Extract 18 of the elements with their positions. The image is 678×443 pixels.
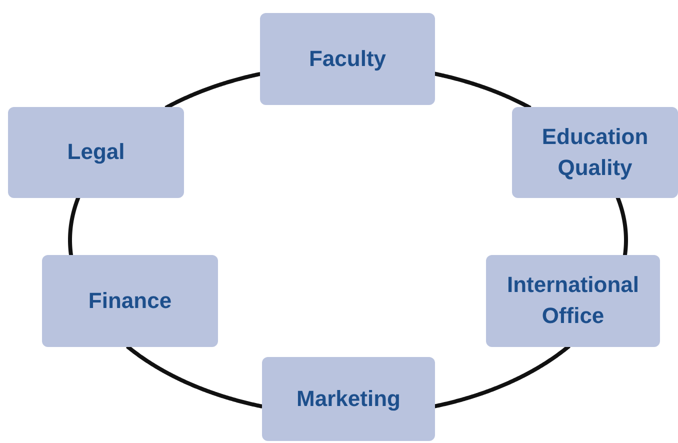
connector-line (616, 196, 628, 258)
department-label: Finance (88, 286, 172, 315)
department-label: Education Quality (540, 122, 650, 182)
department-box (262, 357, 435, 441)
department-box (8, 107, 184, 198)
department-box (486, 255, 660, 347)
department-box (512, 107, 678, 198)
department-label: Faculty (308, 44, 386, 73)
connector-line (126, 344, 264, 408)
connector-line (433, 72, 532, 110)
department-label: International Office (506, 271, 640, 330)
department-box (260, 13, 435, 105)
department-box (42, 255, 218, 347)
connector-line (68, 196, 80, 258)
connector-line (164, 72, 262, 110)
department-label: Legal (67, 138, 125, 166)
department-label: Marketing (296, 384, 400, 413)
connector-line (433, 344, 571, 408)
